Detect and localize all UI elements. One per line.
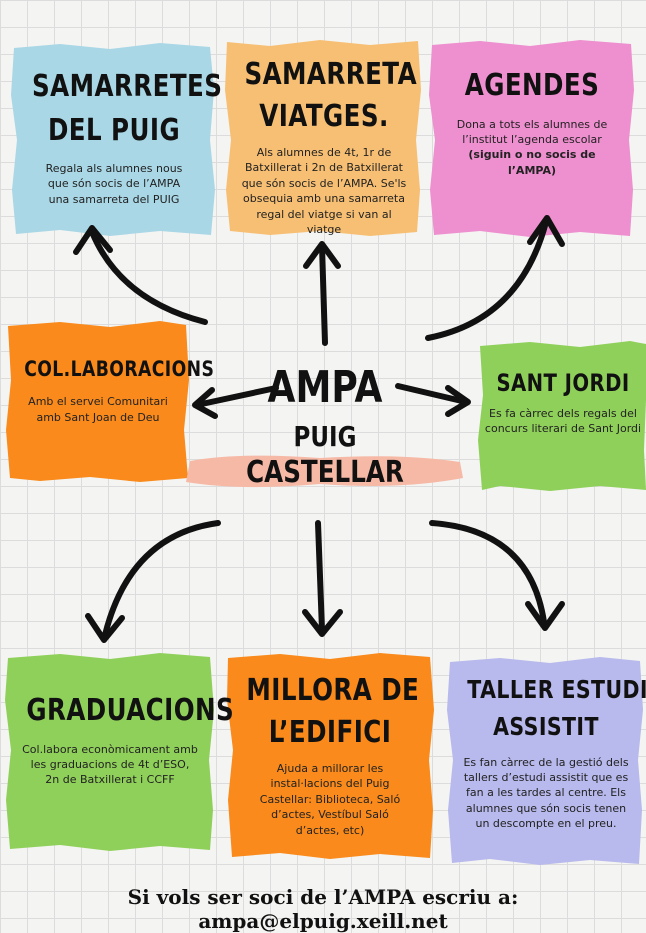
card-graduacions: GRADUACIONS Col.labora econòmicament amb… <box>8 658 235 788</box>
center-title-castellar: CASTELLAR <box>246 455 404 490</box>
center-title-puig: PUIG <box>293 420 357 453</box>
card-bg-millora <box>227 653 434 859</box>
arrow-to-taller <box>429 520 547 625</box>
viatges-title-line-2: VIATGES. <box>259 98 389 134</box>
arrow-to-graduacions <box>102 520 221 638</box>
agendes-description-bold: (siguin o no socis de l’AMPA) <box>468 148 596 177</box>
arrow-to-graduacions-head <box>85 613 125 643</box>
card-bg-samarretes <box>11 43 215 236</box>
samarretes-description: Regala als alumnes nous que són socis de… <box>45 162 183 206</box>
castellar-brush-stroke <box>186 455 463 488</box>
card-bg-graduacions <box>5 653 214 851</box>
taller-description: Es fan càrrec de la gestió dels tallers … <box>463 755 629 831</box>
sant-jordi-description: Es fa càrrec dels regals del concurs lit… <box>484 407 642 436</box>
card-bg-viatges <box>225 40 421 236</box>
samarretes-title-line-2: DEL PUIG <box>47 112 181 148</box>
arrow-to-taller-head <box>525 601 565 631</box>
card-samarretes: SAMARRETES DEL PUIG Regala als alumnes n… <box>14 48 223 207</box>
arrow-to-viatges <box>319 243 328 346</box>
card-millora: MILLORA DE L’EDIFICI Ajuda a millorar le… <box>228 658 432 838</box>
card-collaboracions: COL.LABORACIONS Amb el servei Comunitari… <box>8 326 215 425</box>
taller-title-line-1: TALLER ESTUDI <box>467 675 646 704</box>
arrow-to-viatges-head <box>303 241 341 269</box>
collaboracions-title: COL.LABORACIONS <box>24 357 215 381</box>
card-bg-agendes <box>429 40 634 237</box>
arrow-to-sant-jordi <box>395 383 469 405</box>
millora-title-line-1: MILLORA DE <box>246 673 420 708</box>
card-viatges: SAMARRETA VIATGES. Als alumnes de 4t, 1r… <box>227 42 421 237</box>
agendes-title: AGENDES <box>464 68 600 103</box>
agendes-description-text: Dona a tots els alumnes de l’institut l’… <box>456 117 608 146</box>
samarretes-title-line-1: SAMARRETES <box>32 69 223 104</box>
taller-title-line-2: ASSISTIT <box>493 712 599 742</box>
arrow-to-millora <box>315 520 325 633</box>
footer-contact: Si vols ser soci de l’AMPA escriu a: amp… <box>127 885 519 933</box>
card-bg-taller <box>447 657 643 865</box>
graduacions-description: Col.labora econòmicament amb les graduac… <box>22 742 198 787</box>
graduacions-title: GRADUACIONS <box>26 693 235 728</box>
arrow-to-sant-jordi-head <box>445 385 471 417</box>
arrow-to-millora-head <box>302 609 343 637</box>
card-agendes: AGENDES Dona a tots els alumnes de l’ins… <box>432 45 632 178</box>
collaboracions-description: Amb el servei Comunitari amb Sant Joan d… <box>28 395 168 424</box>
arrow-to-agendes-head <box>527 215 565 247</box>
center-title-ampa: AMPA <box>267 362 383 413</box>
viatges-description: Als alumnes de 4t, 1r de Batxillerat i 2… <box>241 146 407 236</box>
card-taller: TALLER ESTUDI ASSISTIT Es fan càrrec de … <box>450 662 646 831</box>
agendes-description: Dona a tots els alumnes de l’institut l’… <box>432 117 632 179</box>
arrow-to-agendes <box>425 219 549 341</box>
card-sant-jordi: SANT JORDI Es fa càrrec dels regals del … <box>480 346 646 437</box>
millora-title-line-2: L’EDIFICI <box>268 714 392 750</box>
sant-jordi-title: SANT JORDI <box>496 369 630 397</box>
arrow-to-samarretes-head <box>73 225 113 255</box>
arrow-to-collaboracions-head <box>192 387 218 419</box>
arrow-to-collaboracions <box>194 385 279 408</box>
arrow-to-samarretes <box>89 229 208 325</box>
viatges-title-line-1: SAMARRETA <box>244 57 418 92</box>
card-bg-sant-jordi <box>478 341 646 491</box>
millora-description: Ajuda a millorar les instal·lacions del … <box>259 762 401 837</box>
card-bg-collaboracions <box>6 321 189 482</box>
